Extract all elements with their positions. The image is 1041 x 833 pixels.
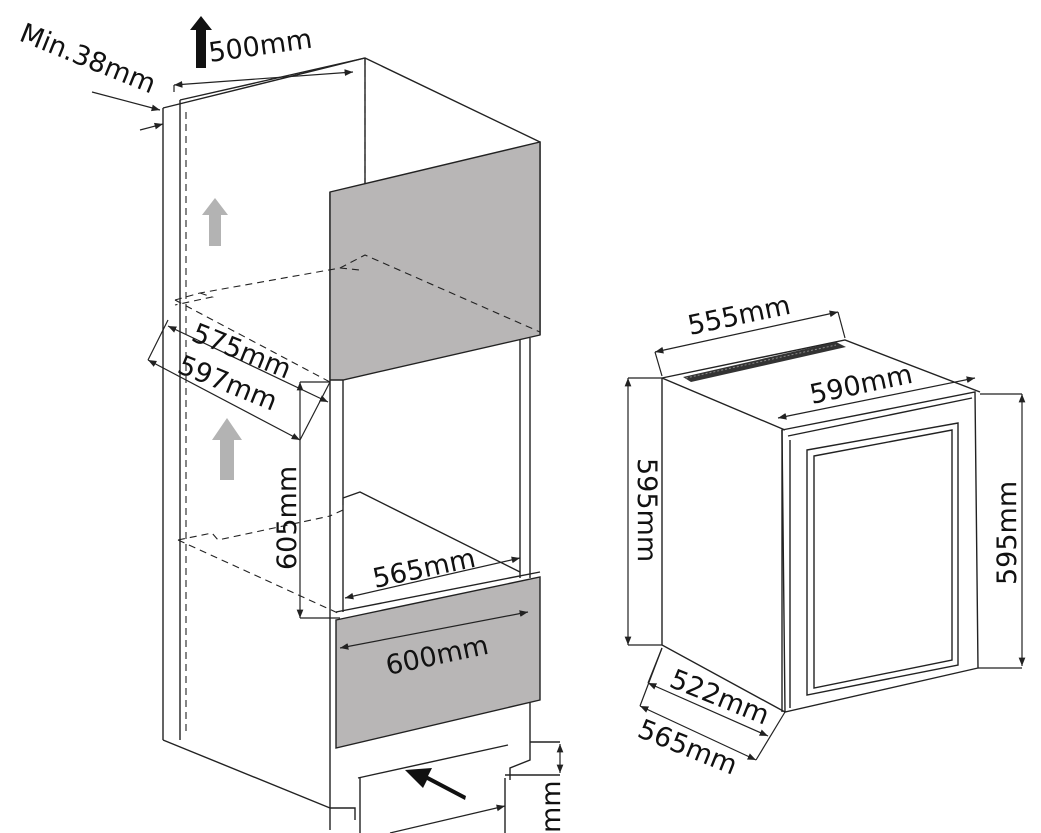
min-gap-label: Min.38mm	[15, 18, 160, 100]
top-width-label: 500mm	[207, 24, 314, 69]
airflow-up-arrow-icon	[190, 16, 212, 68]
cabinet-drawing	[91, 16, 564, 833]
top-vent	[683, 342, 846, 382]
upper-door-panel	[329, 141, 541, 381]
base-height-label: mm	[536, 780, 567, 833]
appliance-drawing	[624, 310, 1026, 761]
appliance-total-depth-label: 565mm	[633, 714, 741, 782]
appliance-height-left-label: 595mm	[631, 458, 662, 562]
air-intake-arrow-icon	[405, 768, 466, 800]
niche-height-label: 605mm	[272, 466, 303, 570]
appliance-width-label: 590mm	[807, 359, 915, 411]
appliance-height-right-label: 595mm	[992, 481, 1023, 585]
airflow-arrow-icon	[212, 418, 242, 480]
airflow-arrow-icon	[202, 198, 228, 246]
appliance-body-depth-label: 522mm	[665, 664, 773, 732]
